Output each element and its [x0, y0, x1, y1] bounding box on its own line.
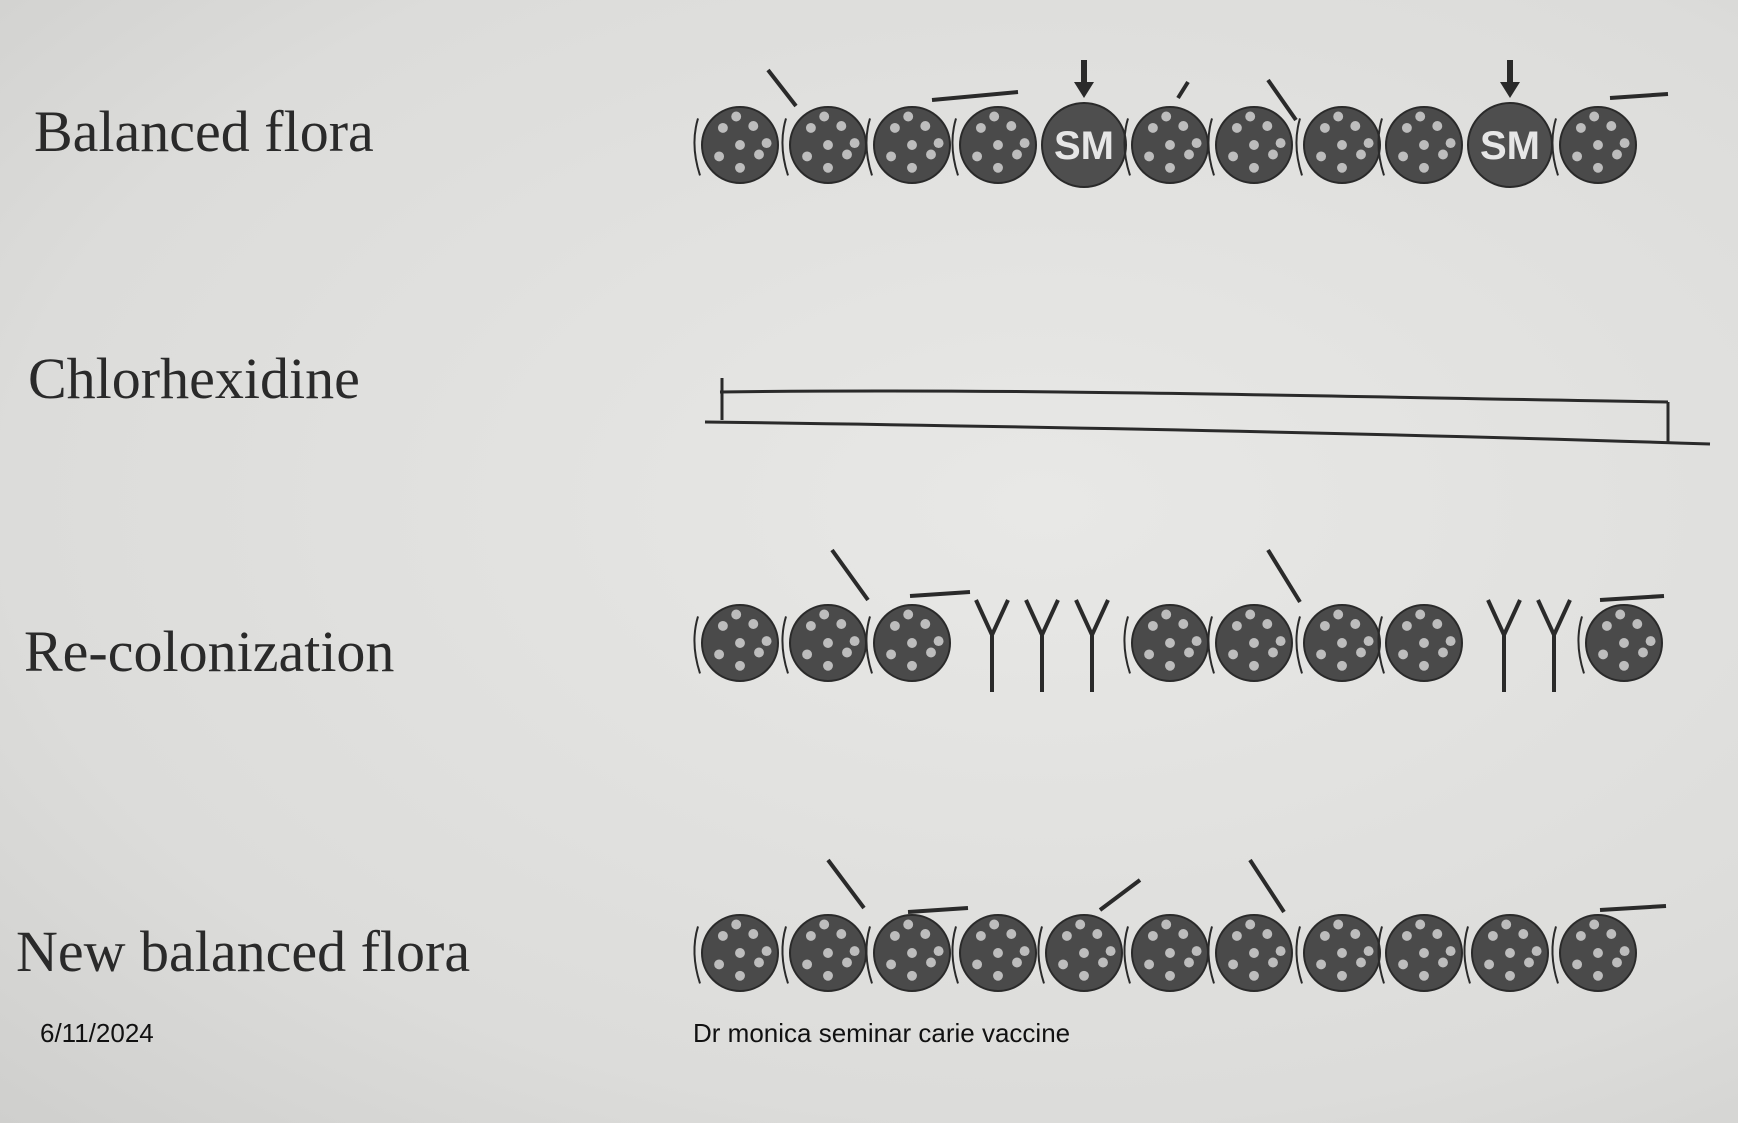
bacterium: [1124, 915, 1208, 991]
sm-label: SM: [1054, 124, 1114, 168]
bacterium: [1378, 107, 1462, 183]
rod-bacterium: [1600, 906, 1666, 910]
bacterium: [1208, 605, 1292, 681]
bacterium: [866, 107, 950, 183]
rod-bacterium: [910, 592, 970, 596]
footer-date: 6/11/2024: [40, 1018, 154, 1049]
rod-bacterium: [1100, 880, 1140, 910]
rod-bacterium: [1600, 596, 1664, 600]
bacterium: [1038, 915, 1122, 991]
bacterium: [1296, 605, 1380, 681]
bacterium: [782, 915, 866, 991]
y-shaped-organism: [1076, 600, 1108, 692]
new-balanced-flora-diagram: [700, 860, 1710, 1020]
bacterium: [694, 107, 778, 183]
bacterium: [1552, 915, 1636, 991]
rod-bacterium: [828, 860, 864, 908]
rod-bacterium: [768, 70, 796, 106]
footer-caption: Dr monica seminar carie vaccine: [693, 1018, 1070, 1049]
rod-bacterium: [908, 908, 968, 912]
bacterium: [782, 107, 866, 183]
y-shaped-organism: [1026, 600, 1058, 692]
bacterium: [694, 915, 778, 991]
rod-bacterium: [1610, 94, 1668, 98]
rod-bacterium: [932, 92, 1018, 100]
bacterium: [1296, 915, 1380, 991]
rod-bacterium: [1250, 860, 1284, 912]
bacterium: [694, 605, 778, 681]
y-shaped-organism: [976, 600, 1008, 692]
chlorhexidine-diagram: [700, 360, 1710, 520]
balanced-flora-diagram: SM SM: [700, 60, 1710, 220]
streptococcus-mutans-cell: SM: [1468, 103, 1552, 187]
bacterium: [782, 605, 866, 681]
bacterium: [1378, 915, 1462, 991]
label-balanced-flora: Balanced flora: [34, 98, 374, 165]
bacterium: [952, 915, 1036, 991]
bacterium: [1208, 107, 1292, 183]
bacterium: [1378, 605, 1462, 681]
bacterium: [1124, 605, 1208, 681]
label-re-colonization: Re-colonization: [24, 618, 394, 685]
bacterium: [866, 605, 950, 681]
bacterium: [1578, 605, 1662, 681]
streptococcus-mutans-cell: SM: [1042, 103, 1126, 187]
bacterium: [1296, 107, 1380, 183]
bacterium: [1552, 107, 1636, 183]
bacterium: [952, 107, 1036, 183]
bacterium: [1124, 107, 1208, 183]
film-bottom-line: [705, 422, 1710, 444]
arrow-indicator: [1074, 60, 1094, 98]
arrow-indicator: [1500, 60, 1520, 98]
rod-bacterium: [1178, 82, 1188, 98]
label-new-balanced-flora: New balanced flora: [16, 918, 470, 985]
bacterium: [1208, 915, 1292, 991]
sm-label: SM: [1480, 124, 1540, 168]
y-shaped-organism: [1488, 600, 1520, 692]
film-top-line: [720, 391, 1668, 402]
rod-bacterium: [1268, 550, 1300, 602]
y-shaped-organism: [1538, 600, 1570, 692]
re-colonization-diagram: [700, 550, 1710, 710]
bacterium: [1464, 915, 1548, 991]
label-chlorhexidine: Chlorhexidine: [28, 345, 360, 412]
rod-bacterium: [832, 550, 868, 600]
bacterium: [866, 915, 950, 991]
